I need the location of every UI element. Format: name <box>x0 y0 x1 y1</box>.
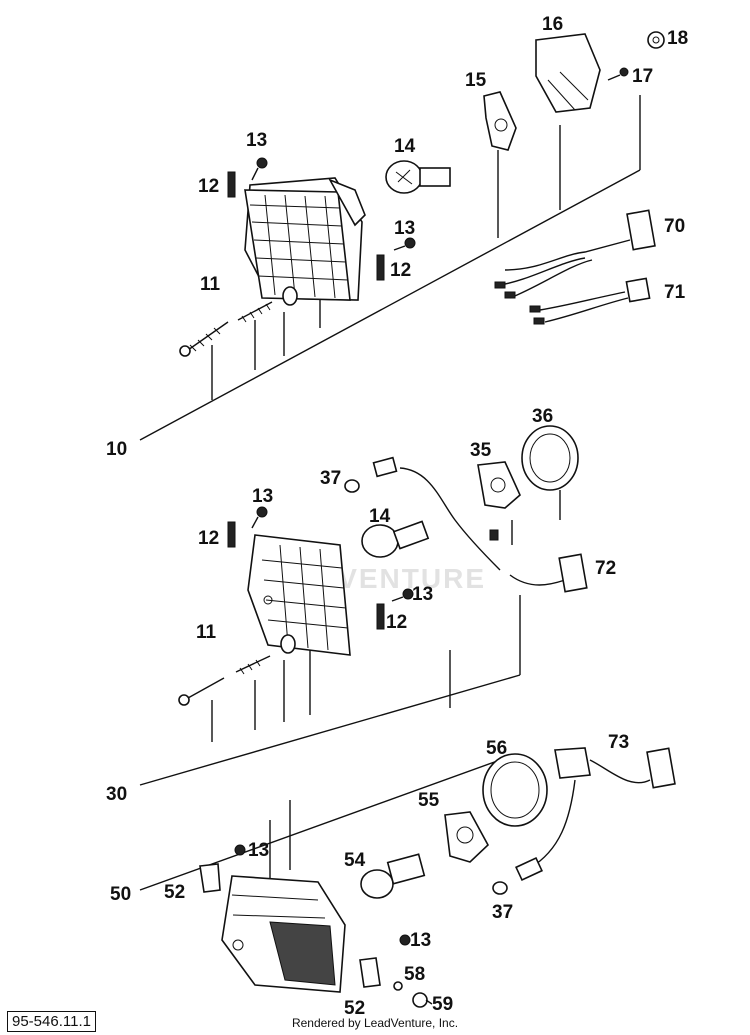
grommet-18 <box>647 31 665 49</box>
adjuster-screw-11 <box>179 286 298 357</box>
callout-71: 71 <box>664 282 686 303</box>
screw-13 <box>391 588 414 602</box>
callout-12: 12 <box>198 176 219 197</box>
screw-17 <box>607 67 629 81</box>
callout-13: 13 <box>410 930 431 951</box>
callout-12: 12 <box>198 528 219 549</box>
callout-72: 72 <box>595 558 616 579</box>
screw-13 <box>399 934 411 946</box>
screw-13 <box>251 157 268 181</box>
callout-58: 58 <box>404 964 425 985</box>
callout-35: 35 <box>470 440 492 461</box>
bulb-37 <box>344 456 398 493</box>
callout-15: 15 <box>465 70 487 91</box>
callout-50: 50 <box>110 884 131 905</box>
callout-12: 12 <box>390 260 411 281</box>
callout-13: 13 <box>248 840 269 861</box>
callout-37: 37 <box>492 902 513 923</box>
wiring-harness-73 <box>515 747 676 882</box>
callout-14: 14 <box>369 506 391 527</box>
callout-59: 59 <box>432 994 453 1015</box>
callout-56: 56 <box>486 738 507 759</box>
callout-37: 37 <box>320 468 341 489</box>
bolt-59 <box>412 992 433 1008</box>
headlight-assembly-50 <box>139 747 676 1008</box>
bulb-socket-15 <box>483 91 517 151</box>
callout-17: 17 <box>632 66 653 87</box>
callout-14: 14 <box>394 136 416 157</box>
callout-73: 73 <box>608 732 629 753</box>
bulb-37 <box>492 881 508 895</box>
wiring-harness-72 <box>489 529 588 593</box>
bulb-socket-55 <box>444 811 489 863</box>
callout-10: 10 <box>106 439 127 460</box>
clip-12 <box>376 254 385 281</box>
bracket-52 <box>359 957 381 988</box>
callout-55: 55 <box>418 790 440 811</box>
wiring-harness-71 <box>529 277 651 325</box>
callout-36: 36 <box>532 406 553 427</box>
clip-12 <box>227 171 236 198</box>
headlight-housing <box>247 534 351 656</box>
callout-11: 11 <box>196 622 217 643</box>
screw-13 <box>393 237 416 251</box>
callout-13: 13 <box>252 486 273 507</box>
callout-52: 52 <box>164 882 185 903</box>
callout-52: 52 <box>344 998 365 1019</box>
reflector-ring-36 <box>521 425 579 491</box>
callout-70: 70 <box>664 216 685 237</box>
callout-16: 16 <box>542 14 563 35</box>
callout-13: 13 <box>394 218 415 239</box>
callout-13: 13 <box>246 130 267 151</box>
callout-18: 18 <box>667 28 688 49</box>
clip-12 <box>376 603 385 630</box>
bulb-14 <box>361 520 430 558</box>
footer-credit: Rendered by LeadVenture, Inc. <box>291 1016 459 1030</box>
cover-16 <box>535 33 601 113</box>
screw-13 <box>251 506 268 529</box>
callout-30: 30 <box>106 784 127 805</box>
callout-11: 11 <box>200 274 221 295</box>
headlight-housing <box>244 177 366 301</box>
bracket-52 <box>199 863 221 893</box>
callout-13: 13 <box>412 584 433 605</box>
callout-12: 12 <box>386 612 407 633</box>
adjuster-screw-11 <box>178 634 296 706</box>
wiring-harness-70 <box>494 209 656 299</box>
washer-58 <box>393 981 403 991</box>
headlight-assembly-30 <box>139 425 588 786</box>
bulb-socket-35 <box>477 461 521 509</box>
bulb-54 <box>360 853 426 899</box>
headlight-housing <box>221 875 346 993</box>
bulb-14 <box>385 160 451 194</box>
screw-13 <box>234 844 246 856</box>
callout-54: 54 <box>344 850 366 871</box>
headlight-assembly-10 <box>139 31 665 441</box>
diagram-id-label: 95-546.11.1 <box>7 1011 96 1032</box>
clip-12 <box>227 521 236 548</box>
reflector-ring-56 <box>482 753 548 827</box>
